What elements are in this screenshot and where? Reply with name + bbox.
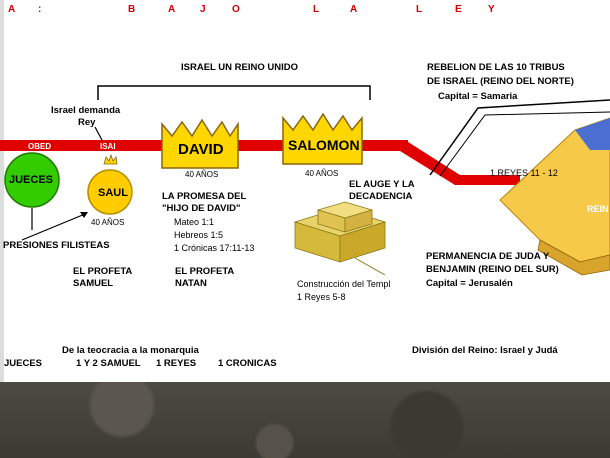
- profeta-natan-name: NATAN: [175, 278, 207, 289]
- north-kingdom-line: [429, 99, 610, 176]
- saul-crown-icon: [103, 153, 118, 165]
- division-label: División del Reino: Israel y Judá: [412, 345, 558, 356]
- rebelion-label: REBELION DE LAS 10 TRIBUS: [427, 62, 565, 73]
- jueces-circle-label: JUECES: [9, 174, 54, 186]
- saul-circle: [87, 169, 133, 215]
- header-letter: E: [455, 4, 463, 15]
- header-letter: L: [313, 4, 321, 15]
- sur-label: PERMANENCIA DE JUDA Y: [426, 251, 550, 262]
- ref-mateo: Mateo 1:1: [174, 217, 215, 227]
- profeta-samuel-name: SAMUEL: [73, 278, 114, 289]
- presiones-label: PRESIONES FILISTEAS: [3, 240, 110, 251]
- saul-circle-label: SAUL: [98, 187, 128, 199]
- header-letter: A: [8, 4, 17, 15]
- profeta-samuel-label: EL PROFETA: [73, 266, 133, 277]
- book-cronicas: 1 CRONICAS: [218, 358, 277, 369]
- sur-benjamin-label: BENJAMIN (REINO DEL SUR): [426, 264, 559, 275]
- demanda-arrow: [94, 126, 104, 143]
- salomon-label: SALOMON: [288, 137, 360, 153]
- temple-icon: [293, 201, 387, 276]
- decadencia-label: DECADENCIA: [349, 191, 413, 202]
- book-jueces: JUECES: [4, 358, 43, 369]
- promesa-hijo-label: "HIJO DE DAVID": [162, 203, 241, 214]
- stone-background: [0, 382, 610, 458]
- promesa-label: LA PROMESA DEL: [162, 191, 247, 202]
- david-label: DAVID: [178, 141, 224, 158]
- presiones-arrowhead: [80, 212, 88, 218]
- templo-label: Construcción del Templ: [297, 279, 391, 289]
- auge-label: EL AUGE Y LA: [349, 179, 415, 190]
- israel-demanda-label: Israel demanda: [51, 105, 121, 116]
- south-kingdom-shade: [575, 118, 610, 150]
- samaria-label: Capital = Samaria: [438, 91, 518, 102]
- ref-hebreos: Hebreos 1:5: [174, 230, 224, 240]
- header-letter: J: [200, 4, 207, 15]
- slide: A : B A J O L A L E Y: [0, 0, 610, 382]
- header-letter: B: [128, 4, 137, 15]
- jueces-circle: [4, 152, 60, 208]
- saul-years: 40 AÑOS: [91, 218, 125, 227]
- book-reyes: 1 REYES: [156, 358, 197, 369]
- teocracia-label: De la teocracia a la monarquia: [62, 345, 199, 356]
- timeline-graphic: [0, 85, 610, 276]
- jerusalen-label: Capital = Jerusalén: [426, 278, 513, 289]
- reino-unido-label: ISRAEL UN REINO UNIDO: [181, 62, 299, 73]
- israel-demanda-rey-label: Rey: [78, 117, 96, 128]
- templo-ref: 1 Reyes 5-8: [297, 292, 346, 302]
- south-kingdom-wall: [537, 239, 610, 276]
- david-years: 40 AÑOS: [185, 170, 219, 179]
- book-samuel: 1 Y 2 SAMUEL: [76, 358, 141, 369]
- obed-label: OBED: [28, 142, 52, 151]
- header-letter: A: [168, 4, 177, 15]
- david-crown-icon: [161, 118, 239, 169]
- header-letter: :: [38, 4, 43, 15]
- rebelion-israel-label: DE ISRAEL (REINO DEL NORTE): [427, 76, 574, 87]
- timeline-diagonal: [400, 140, 520, 185]
- header-letter: A: [350, 4, 359, 15]
- header-letter: O: [232, 4, 241, 15]
- reyes-ref: 1 REYES 11 - 12: [490, 168, 558, 178]
- salomon-years: 40 AÑOS: [305, 169, 339, 178]
- header-letter: L: [416, 4, 424, 15]
- presiones-arrow: [21, 213, 86, 241]
- profeta-natan-label: EL PROFETA: [175, 266, 235, 277]
- reino-unido-bracket: [97, 85, 371, 100]
- isai-label: ISAI: [100, 142, 116, 151]
- north-kingdom-line-inner: [439, 111, 610, 177]
- header-letter: Y: [488, 4, 496, 15]
- header-divider: [0, 0, 4, 382]
- ref-cronicas: 1 Crónicas 17:11-13: [174, 243, 255, 253]
- salomon-crown-icon: [282, 112, 363, 165]
- reino-label: REIN: [587, 204, 609, 214]
